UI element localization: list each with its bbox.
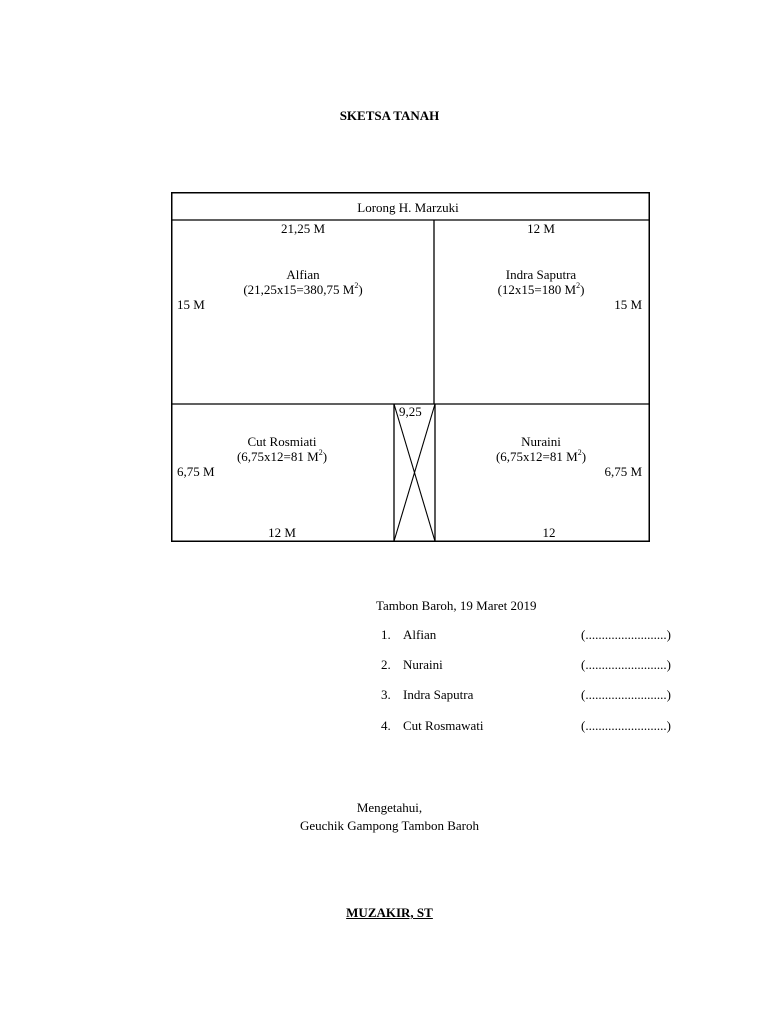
left-bottom-height: 6,75 M bbox=[177, 464, 215, 479]
signature-line: (.........................) bbox=[581, 657, 671, 672]
signature-line: (.........................) bbox=[581, 687, 671, 702]
signature-number: 2. bbox=[381, 657, 391, 672]
plot-cut-name: Cut Rosmiati bbox=[247, 434, 317, 449]
road-name: Lorong H. Marzuki bbox=[357, 200, 459, 215]
plot-nuraini-name: Nuraini bbox=[521, 434, 561, 449]
bottom-right-width: 12 bbox=[542, 525, 556, 540]
signature-name: Indra Saputra bbox=[403, 687, 474, 702]
signature-number: 3. bbox=[381, 687, 391, 702]
signature-line: (.........................) bbox=[581, 627, 671, 642]
official-name: MUZAKIR, ST bbox=[0, 905, 768, 920]
signature-name: Alfian bbox=[403, 627, 437, 642]
approval-label: Mengetahui, bbox=[356, 800, 423, 815]
signature-name: Nuraini bbox=[403, 657, 443, 672]
bottom-left-width: 12 M bbox=[268, 525, 296, 540]
signature-line: (.........................) bbox=[581, 718, 671, 733]
document-title: SKETSA TANAH bbox=[339, 108, 440, 123]
signature-number: 4. bbox=[381, 718, 391, 733]
approval-office: Geuchik Gampong Tambon Baroh bbox=[299, 818, 479, 833]
plot-cut-area: (6,75x12=81 M2) bbox=[236, 447, 328, 464]
official-name-text: MUZAKIR, ST bbox=[346, 905, 433, 920]
signature-row: 2. bbox=[381, 657, 391, 672]
signature-row: 1. bbox=[381, 627, 391, 642]
signature-row: 4. bbox=[381, 718, 391, 733]
passage-width: 9,25 bbox=[399, 404, 422, 419]
right-top-height: 15 M bbox=[614, 297, 642, 312]
signature-row: 3. bbox=[381, 687, 391, 702]
plot-indra-area: (12x15=180 M2) bbox=[497, 280, 585, 297]
signature-name: Cut Rosmawati bbox=[403, 718, 484, 733]
top-right-width: 12 M bbox=[527, 221, 555, 236]
plot-alfian-area: (21,25x15=380,75 M2) bbox=[243, 280, 363, 297]
plot-alfian-name: Alfian bbox=[286, 267, 320, 282]
land-sketch: Lorong H. Marzuki 21,25 M 12 M Alfian (2… bbox=[171, 192, 650, 542]
signature-number: 1. bbox=[381, 627, 391, 642]
sketch-lines bbox=[171, 192, 650, 542]
plot-indra-name: Indra Saputra bbox=[505, 267, 577, 282]
top-left-width: 21,25 M bbox=[280, 221, 326, 236]
left-top-height: 15 M bbox=[177, 297, 205, 312]
place-date: Tambon Baroh, 19 Maret 2019 bbox=[376, 598, 537, 613]
right-bottom-height: 6,75 M bbox=[604, 464, 642, 479]
plot-nuraini-area: (6,75x12=81 M2) bbox=[495, 447, 587, 464]
